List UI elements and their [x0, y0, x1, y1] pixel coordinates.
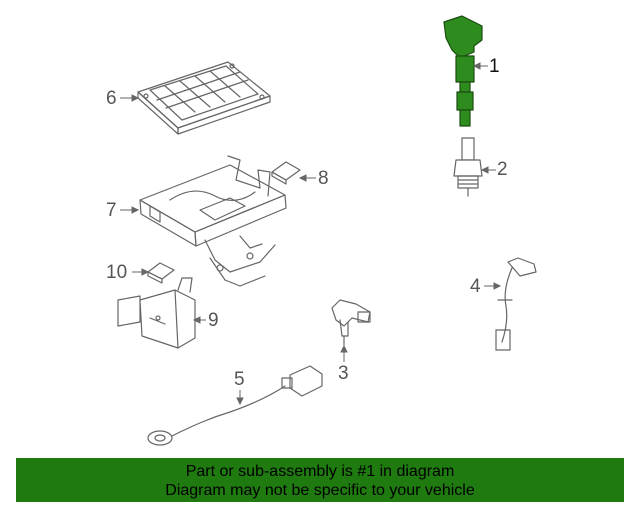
ignition-coil-part-1[interactable] — [443, 15, 483, 127]
callout-3: 3 — [338, 363, 349, 384]
relay-bracket-part-9[interactable] — [117, 277, 196, 349]
callout-6: 6 — [106, 88, 117, 109]
info-banner: Part or sub-assembly is #1 in diagram Di… — [16, 458, 624, 502]
small-module-part-10[interactable] — [147, 262, 175, 284]
spark-plug-part-2[interactable] — [453, 137, 483, 197]
callout-10: 10 — [106, 262, 128, 283]
callout-7: 7 — [106, 200, 117, 221]
control-module-part-6[interactable] — [137, 61, 271, 135]
knock-sensor-part-5[interactable] — [147, 365, 323, 446]
banner-line-1: Part or sub-assembly is #1 in diagram — [185, 463, 455, 480]
callout-9: 9 — [208, 310, 219, 331]
banner-line-2: Diagram may not be specific to your vehi… — [165, 482, 475, 499]
callout-5: 5 — [234, 369, 245, 390]
bracket-part-7[interactable] — [139, 155, 287, 287]
cam-sensor-part-3[interactable] — [331, 299, 371, 346]
callout-4: 4 — [470, 276, 481, 297]
leader-lines — [120, 62, 502, 406]
callout-1: 1 — [489, 56, 500, 77]
callout-8: 8 — [318, 168, 329, 189]
sensor-pad-part-8[interactable] — [271, 161, 301, 185]
parts-diagram — [117, 15, 537, 446]
sensor-lead-part-4[interactable] — [495, 257, 537, 351]
callout-2: 2 — [497, 159, 508, 180]
